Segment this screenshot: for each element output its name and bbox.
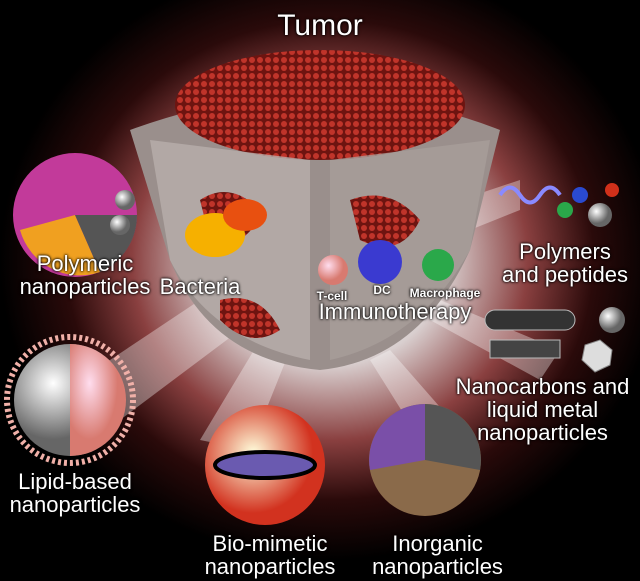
t-cell — [318, 255, 348, 285]
polymeric-nanoparticle — [13, 153, 138, 277]
label-polymers: Polymers and peptides — [502, 239, 628, 287]
inorganic-nanoparticle — [369, 404, 481, 516]
label-bacteria: Bacteria — [159, 274, 241, 299]
label-polymeric: Polymeric nanoparticles — [19, 251, 151, 299]
dendritic-cell — [358, 240, 402, 284]
nanocarbons — [484, 307, 625, 373]
tumor-title: Tumor — [277, 9, 363, 42]
macrophage — [422, 249, 454, 281]
label-lipid: Lipid-based nanoparticles — [9, 469, 141, 517]
lipid-nanoparticle — [4, 334, 136, 466]
label-immunotherapy: Immunotherapy — [318, 299, 472, 324]
label-inorganic: Inorganic nanoparticles — [372, 531, 503, 579]
label-tcell: T-cell — [316, 289, 348, 303]
polymers-peptides — [498, 183, 619, 227]
bacteria — [185, 199, 267, 257]
label-dc: DC — [373, 283, 391, 297]
label-biomimetic: Bio-mimetic nanoparticles — [204, 531, 336, 579]
label-macrophage: Macrophage — [409, 286, 481, 300]
label-nanocarbons: Nanocarbons and liquid metal nanoparticl… — [455, 374, 630, 445]
biomimetic-nanoparticle — [205, 405, 325, 525]
